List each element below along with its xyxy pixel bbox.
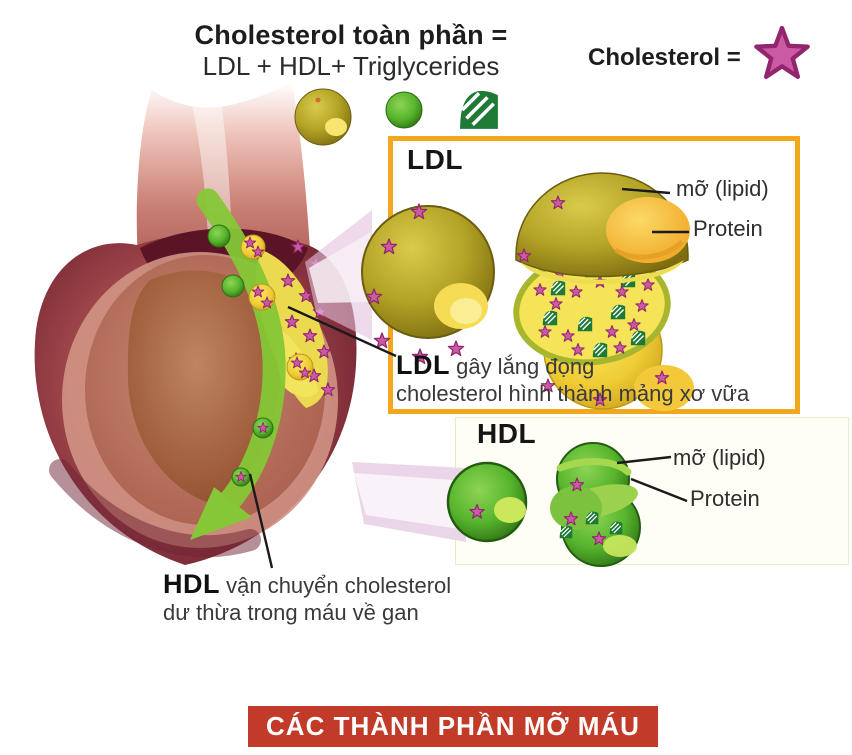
footer-banner-text: CÁC THÀNH PHẦN MỠ MÁU: [266, 711, 640, 741]
hdl-callout-protein: Protein: [690, 486, 760, 511]
cholesterol-legend-label: Cholesterol =: [588, 44, 741, 71]
title-line2: LDL + HDL+ Triglycerides: [202, 51, 500, 81]
hdl-callout-lipid: mỡ (lipid): [673, 445, 766, 470]
footer-banner: CÁC THÀNH PHẦN MỠ MÁU: [248, 706, 658, 747]
ldl-caption: LDL gây lắng đọng cholesterol hình thành…: [396, 352, 796, 407]
hdl-caption-line2: dư thừa trong máu về gan: [163, 600, 419, 625]
ldl-caption-rest: gây lắng đọng: [449, 354, 595, 379]
hdl-caption: HDL vận chuyển cholesterol dư thừa trong…: [163, 571, 523, 626]
ldl-callout-lipid: mỡ (lipid): [676, 176, 769, 201]
ldl-panel-title: LDL: [407, 144, 463, 175]
ldl-caption-bold: LDL: [396, 350, 450, 380]
hdl-panel-title: HDL: [477, 418, 537, 449]
ldl-caption-line2: cholesterol hình thành mảng xơ vữa: [396, 381, 750, 406]
ldl-callout-protein: Protein: [693, 216, 763, 241]
hdl-caption-rest: vận chuyển cholesterol: [220, 573, 452, 598]
title-line1: Cholesterol toàn phần =: [194, 20, 508, 50]
hdl-caption-bold: HDL: [163, 569, 220, 599]
